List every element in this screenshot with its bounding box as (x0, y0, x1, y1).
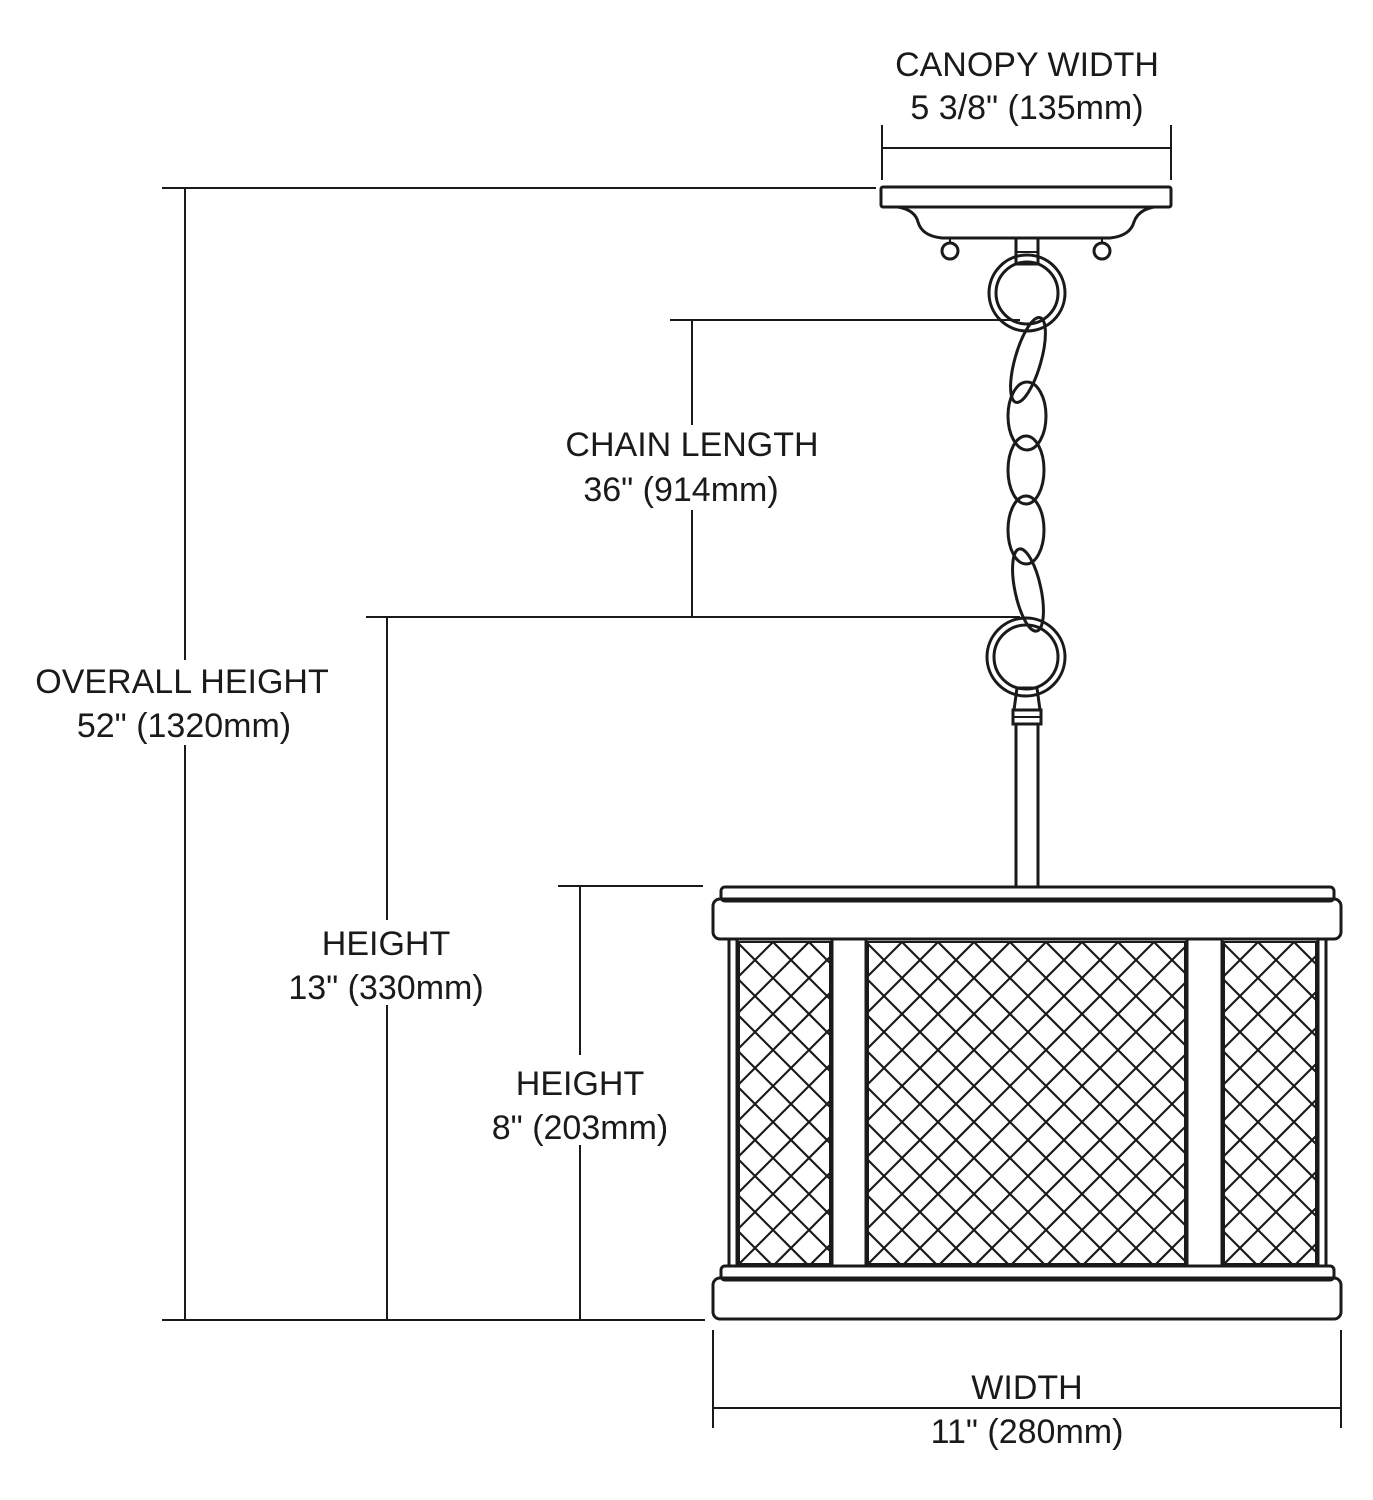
width-label: WIDTH (971, 1369, 1082, 1407)
lantern-cage (711, 885, 1343, 1321)
canopy (879, 185, 1173, 266)
canopy-width-value: 5 3/8" (135mm) (910, 89, 1143, 127)
shade-height-value: 8" (203mm) (492, 1109, 668, 1147)
stem (1011, 686, 1043, 887)
dimension-lines (162, 125, 1342, 1428)
chain-length-value: 36" (914mm) (583, 471, 778, 509)
fixture-height-label: HEIGHT (322, 925, 450, 963)
overall-height-value: 52" (1320mm) (77, 707, 291, 745)
chain-length-label: CHAIN LENGTH (565, 426, 818, 464)
overall-height-label: OVERALL HEIGHT (35, 663, 328, 701)
fixture-height-dimension: HEIGHT 13" (330mm) (288, 925, 483, 1007)
overall-height-dimension: OVERALL HEIGHT 52" (1320mm) (35, 663, 328, 745)
width-dimension: WIDTH 11" (280mm) (931, 1369, 1124, 1451)
fixture-height-value: 13" (330mm) (288, 969, 483, 1007)
mesh-panel-3 (1224, 942, 1316, 1264)
shade-height-label: HEIGHT (516, 1065, 644, 1103)
mesh-panel-2 (868, 942, 1185, 1264)
width-value: 11" (280mm) (931, 1413, 1124, 1451)
canopy-width-dimension: CANOPY WIDTH 5 3/8" (135mm) (895, 46, 1159, 127)
canopy-width-label: CANOPY WIDTH (895, 46, 1159, 84)
shade-height-dimension: HEIGHT 8" (203mm) (492, 1065, 668, 1147)
chain (985, 253, 1067, 698)
chain-length-dimension: CHAIN LENGTH 36" (914mm) (565, 426, 818, 509)
mesh-panel-1 (739, 942, 830, 1264)
